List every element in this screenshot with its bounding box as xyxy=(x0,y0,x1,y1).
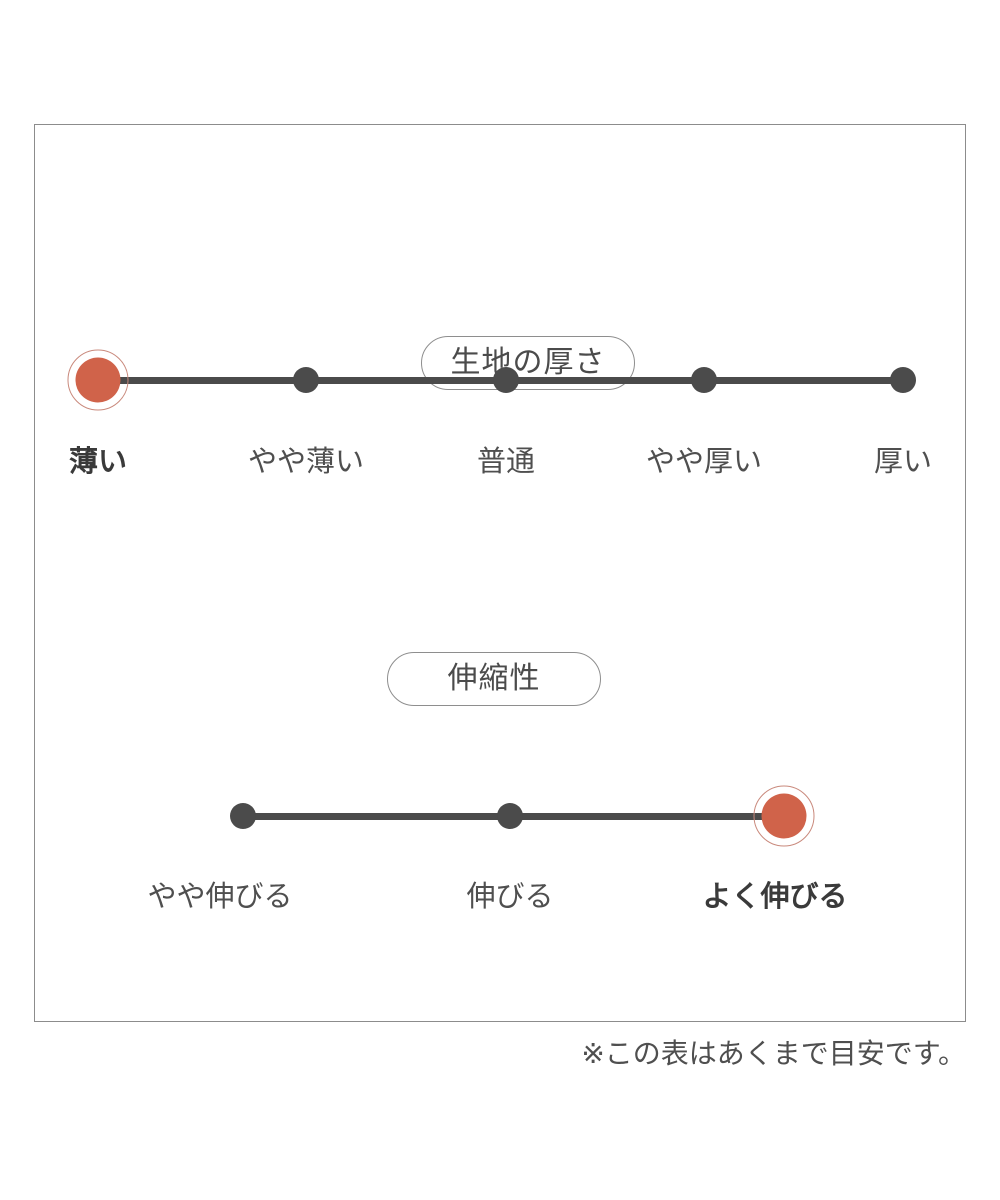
scale-dot-stretch-2[interactable] xyxy=(497,803,523,829)
fabric-spec-card: 生地の厚さ 薄い やや薄い 普通 やや厚い 厚い 伸縮性 やや伸びる 伸びる よ… xyxy=(34,124,966,1022)
scale-dot-thickness-4[interactable] xyxy=(691,367,717,393)
tick-label-thickness-4: やや厚い xyxy=(645,444,763,478)
scale-dot-thickness-5[interactable] xyxy=(890,367,916,393)
section-badge-label: 生地の厚さ xyxy=(450,345,606,380)
tick-label-stretch-2: 伸びる xyxy=(466,879,554,913)
section-badge-stretchiness: 伸縮性 xyxy=(387,652,601,706)
scale-dot-stretch-1[interactable] xyxy=(230,803,256,829)
scale-dot-thickness-2[interactable] xyxy=(293,367,319,393)
tick-label-thickness-1: 薄い xyxy=(68,444,128,478)
footnote-disclaimer: ※この表はあくまで目安です。 xyxy=(581,1037,966,1070)
section-badge-label: 伸縮性 xyxy=(447,661,541,696)
tick-label-stretch-1: やや伸びる xyxy=(147,879,293,913)
scale-dot-stretch-3[interactable] xyxy=(761,793,807,839)
scale-dot-thickness-3[interactable] xyxy=(493,367,519,393)
tick-label-thickness-3: 普通 xyxy=(476,444,536,478)
tick-label-thickness-2: やや薄い xyxy=(247,444,365,478)
scale-active-ring xyxy=(67,349,129,411)
tick-label-stretch-3: よく伸びる xyxy=(702,879,848,913)
tick-label-thickness-5: 厚い xyxy=(873,444,933,478)
scale-dot-thickness-1[interactable] xyxy=(75,357,121,403)
scale-active-ring xyxy=(753,785,815,847)
